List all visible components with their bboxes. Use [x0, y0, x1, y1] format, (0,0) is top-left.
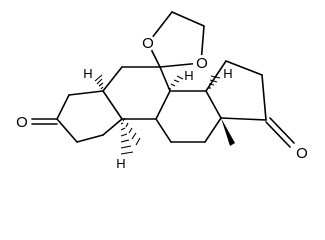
bond-ch2-ch2: [171, 11, 205, 27]
bond-c4-c5: [68, 90, 104, 96]
bond-c14-c15: [205, 60, 227, 92]
ketone-oxygen-c3: O: [16, 114, 28, 131]
hash-bond-c9-h: [167, 75, 184, 90]
hydrogen-c9: H: [184, 68, 193, 83]
hash-bond-c14-h: [208, 75, 221, 89]
label-layer: O O O O H H H H: [14, 35, 310, 171]
bond-layer: [31, 11, 295, 148]
molecule-diagram: O O O O H H H H: [14, 11, 310, 171]
hydrogen-c5: H: [83, 66, 92, 81]
bond-c13-c14: [205, 90, 222, 119]
ketal-oxygen-2: O: [196, 55, 208, 72]
ketone-oxygen-c17: O: [296, 145, 308, 162]
bond-c9-c11: [155, 118, 172, 143]
wedge-methyl-c13: [221, 118, 235, 146]
ketal-oxygen-1: O: [142, 35, 154, 52]
bond-c17-c13: [220, 117, 267, 121]
hash-bond-c10-methyl: [122, 117, 141, 146]
bond-c16-c17: [261, 74, 267, 121]
hydrogen-c14: H: [223, 66, 232, 81]
bond-c3-c4: [56, 94, 70, 120]
bond-c17-o-b: [269, 117, 295, 144]
bond-c2-c3: [56, 118, 78, 143]
bond-c5-c6: [102, 66, 123, 92]
hydrogen-c10: H: [116, 156, 125, 171]
bond-c17-o-a: [265, 121, 291, 148]
hash-bond-c5-h: [94, 74, 104, 90]
hash-bond-c10-h: [120, 122, 134, 155]
bond-c5-c10: [102, 90, 123, 120]
bond-c15-c16: [225, 60, 263, 76]
bond-c8-c9: [155, 90, 171, 120]
bond-c7-c8: [159, 66, 171, 92]
bond-c10-c1: [102, 118, 123, 136]
bond-c12-c13: [204, 117, 222, 143]
bond-c1-c2: [76, 134, 104, 143]
